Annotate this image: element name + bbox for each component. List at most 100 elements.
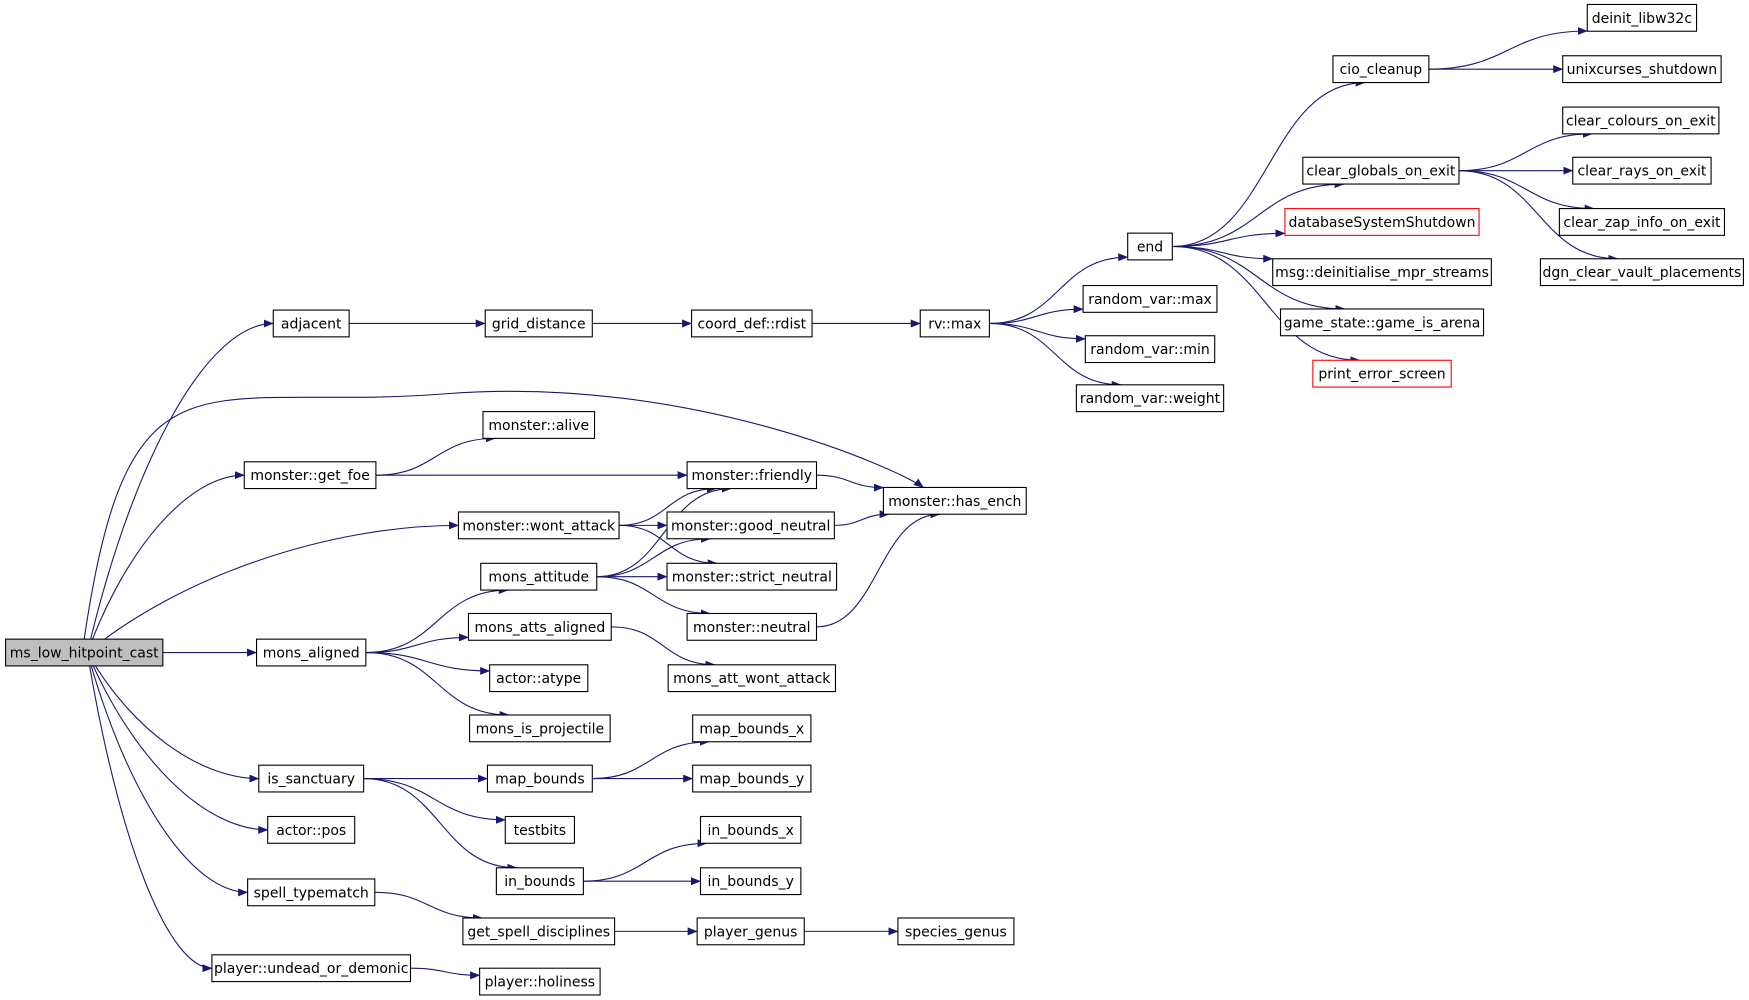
node-box <box>1279 308 1485 337</box>
node-box <box>1082 285 1218 313</box>
node-box <box>255 638 367 667</box>
node-coord-def-rdist[interactable]: coord_def::rdist <box>691 309 813 338</box>
node-spell-typematch[interactable]: spell_typematch <box>247 878 376 907</box>
edge-end-to-clear-globals-on-exit <box>1172 180 1345 248</box>
node-mons-attitude[interactable]: mons_attitude <box>480 562 598 591</box>
node-monster-get-foe[interactable]: monster::get_foe <box>243 461 377 490</box>
node-player-genus[interactable]: player_genus <box>696 917 805 946</box>
node-dgn-clear-vault-placements[interactable]: dgn_clear_vault_placements <box>1539 258 1744 287</box>
node-box <box>1312 359 1452 388</box>
node-print-error-screen[interactable]: print_error_screen <box>1312 359 1452 388</box>
node-mons-aligned[interactable]: mons_aligned <box>255 638 367 667</box>
node-random-var-max[interactable]: random_var::max <box>1082 285 1218 313</box>
node-actor-atype[interactable]: actor::atype <box>489 664 589 693</box>
edge-mons-aligned-to-mons-atts-aligned <box>365 633 469 654</box>
node-label: map_bounds_x <box>699 721 804 737</box>
node-monster-friendly[interactable]: monster::friendly <box>686 461 818 490</box>
node-grid-distance[interactable]: grid_distance <box>484 309 593 338</box>
node-label: in_bounds <box>504 874 575 890</box>
node-box <box>882 486 1027 515</box>
node-box <box>696 917 805 946</box>
edge-layer <box>83 27 1619 980</box>
node-label: in_bounds_x <box>707 823 793 839</box>
node-box <box>666 562 838 591</box>
node-box <box>691 309 813 338</box>
node-mons-atts-aligned[interactable]: mons_atts_aligned <box>467 612 612 641</box>
node-random-var-min[interactable]: random_var::min <box>1084 335 1216 364</box>
node-mons-is-projectile[interactable]: mons_is_projectile <box>469 714 611 743</box>
node-map-bounds[interactable]: map_bounds <box>486 764 593 793</box>
node-label: monster::strict_neutral <box>672 570 832 586</box>
node-species-genus[interactable]: species_genus <box>897 917 1015 946</box>
node-in-bounds[interactable]: in_bounds <box>495 867 584 896</box>
edge-is-sanctuary-to-in-bounds <box>363 778 518 872</box>
node-rv-max[interactable]: rv::max <box>919 309 990 338</box>
node-adjacent[interactable]: adjacent <box>272 309 350 338</box>
node-label: species_genus <box>905 924 1007 940</box>
node-clear-zap-info-on-exit[interactable]: clear_zap_info_on_exit <box>1558 208 1726 236</box>
edge-mons-aligned-to-mons-attitude <box>365 586 509 654</box>
node-in-bounds-y[interactable]: in_bounds_y <box>699 867 802 896</box>
edge-rv-max-to-random-var-max <box>989 305 1084 325</box>
edge-monster-get-foe-to-monster-alive <box>375 434 496 476</box>
node-mons-att-wont-attack[interactable]: mons_att_wont_attack <box>667 664 837 693</box>
node-label: end <box>1137 240 1163 256</box>
node-monster-good-neutral[interactable]: monster::good_neutral <box>666 511 835 540</box>
node-box <box>1302 156 1460 185</box>
node-label: databaseSystemShutdown <box>1289 215 1476 231</box>
node-box <box>457 511 620 540</box>
node-label: grid_distance <box>492 316 586 332</box>
node-label: clear_colours_on_exit <box>1566 113 1716 129</box>
edge-rv-max-to-end <box>989 253 1129 325</box>
node-player-holiness[interactable]: player::holiness <box>479 967 601 996</box>
node-label: get_spell_disciplines <box>467 924 610 940</box>
node-deinit-libw32c[interactable]: deinit_libw32c <box>1586 3 1698 32</box>
node-box <box>462 917 616 946</box>
node-testbits[interactable]: testbits <box>504 815 575 844</box>
node-box <box>919 309 990 338</box>
node-in-bounds-x[interactable]: in_bounds_x <box>699 815 802 844</box>
node-msg-deinitialise-mpr-streams[interactable]: msg::deinitialise_mpr_streams <box>1272 258 1492 287</box>
node-label: monster::get_foe <box>250 468 370 484</box>
edge-rv-max-to-random-var-weight <box>989 322 1122 389</box>
node-label: random_var::min <box>1090 342 1210 358</box>
node-label: clear_zap_info_on_exit <box>1563 215 1721 231</box>
node-label: map_bounds_y <box>699 772 804 788</box>
node-cio-cleanup[interactable]: cio_cleanup <box>1332 55 1430 84</box>
node-monster-has-ench[interactable]: monster::has_ench <box>882 486 1027 515</box>
node-map-bounds-y[interactable]: map_bounds_y <box>692 764 812 793</box>
node-unixcurses-shutdown[interactable]: unixcurses_shutdown <box>1562 55 1722 84</box>
node-random-var-weight[interactable]: random_var::weight <box>1075 384 1225 413</box>
edge-ms-low-hitpoint-cast-to-monster-has-ench <box>83 390 924 640</box>
node-clear-rays-on-exit[interactable]: clear_rays_on_exit <box>1572 156 1712 185</box>
node-clear-globals-on-exit[interactable]: clear_globals_on_exit <box>1302 156 1460 185</box>
node-map-bounds-x[interactable]: map_bounds_x <box>692 714 812 743</box>
node-monster-alive[interactable]: monster::alive <box>482 411 596 439</box>
edge-mons-aligned-to-actor-atype <box>365 651 491 675</box>
node-end[interactable]: end <box>1127 232 1173 261</box>
node-box <box>1562 106 1720 135</box>
node-label: dgn_clear_vault_placements <box>1542 265 1741 281</box>
node-monster-strict-neutral[interactable]: monster::strict_neutral <box>666 562 838 591</box>
node-box <box>1284 208 1480 236</box>
edge-end-to-msg-deinitialise-mpr-streams <box>1172 245 1274 263</box>
node-box <box>272 309 350 338</box>
node-get-spell-disciplines[interactable]: get_spell_disciplines <box>462 917 616 946</box>
node-player-undead-or-demonic[interactable]: player::undead_or_demonic <box>211 954 412 983</box>
node-game-state-game-is-arena[interactable]: game_state::game_is_arena <box>1279 308 1485 337</box>
node-label: rv::max <box>928 316 981 332</box>
node-is-sanctuary[interactable]: is_sanctuary <box>258 764 365 793</box>
node-database-system-shutdown[interactable]: databaseSystemShutdown <box>1284 208 1480 236</box>
node-monster-neutral[interactable]: monster::neutral <box>686 612 818 641</box>
node-ms-low-hitpoint-cast[interactable]: ms_low_hitpoint_cast <box>5 638 164 667</box>
edge-ms-low-hitpoint-cast-to-monster-get-foe <box>86 471 245 653</box>
node-label: player::undead_or_demonic <box>214 961 408 977</box>
node-box <box>1127 232 1173 261</box>
node-box <box>489 664 589 693</box>
node-clear-colours-on-exit[interactable]: clear_colours_on_exit <box>1562 106 1720 135</box>
node-actor-pos[interactable]: actor::pos <box>267 815 356 844</box>
node-label: mons_atts_aligned <box>474 620 605 636</box>
node-monster-wont-attack[interactable]: monster::wont_attack <box>457 511 620 540</box>
node-label: clear_globals_on_exit <box>1306 164 1456 180</box>
node-box <box>1084 335 1216 364</box>
